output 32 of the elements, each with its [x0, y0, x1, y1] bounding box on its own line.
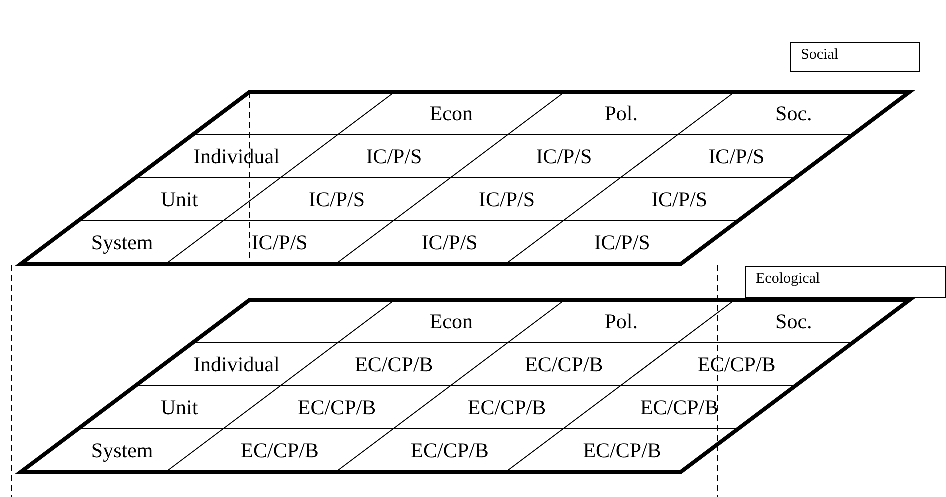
- grid-value: IC/P/S: [594, 232, 650, 253]
- grid-value: EC/CP/B: [468, 397, 546, 418]
- grid-value: IC/P/S: [422, 232, 478, 253]
- column-header: Pol.: [604, 103, 638, 124]
- grid-value: IC/P/S: [708, 146, 765, 167]
- grid-value: IC/P/S: [309, 189, 366, 210]
- grid-value: IC/P/S: [366, 146, 422, 167]
- grid-value: EC/CP/B: [298, 397, 376, 418]
- grid-value: EC/CP/B: [640, 397, 719, 418]
- grid-value: IC/P/S: [536, 146, 592, 167]
- column-header: Econ: [430, 311, 473, 332]
- row-header: Unit: [160, 397, 198, 418]
- grid-value: EC/CP/B: [583, 440, 662, 461]
- row-header: Unit: [160, 189, 198, 210]
- row-header: System: [91, 232, 154, 253]
- column-header: Pol.: [604, 311, 638, 332]
- grid-value: EC/CP/B: [355, 354, 434, 375]
- row-header: System: [91, 440, 154, 461]
- grid-value: EC/CP/B: [698, 354, 776, 375]
- grid-value: IC/P/S: [652, 189, 708, 210]
- grid-value: EC/CP/B: [240, 440, 319, 461]
- column-header: Soc.: [776, 103, 812, 124]
- column-header: Soc.: [776, 311, 812, 332]
- row-header: Individual: [194, 354, 280, 375]
- grid-value: IC/P/S: [479, 189, 536, 210]
- grid-value: EC/CP/B: [410, 440, 489, 461]
- grid-value: EC/CP/B: [525, 354, 604, 375]
- column-header: Econ: [430, 103, 473, 124]
- layer-label: Ecological: [745, 266, 946, 298]
- row-header: Individual: [194, 146, 280, 167]
- layer-label: Social: [790, 42, 920, 72]
- grid-value: IC/P/S: [252, 232, 308, 253]
